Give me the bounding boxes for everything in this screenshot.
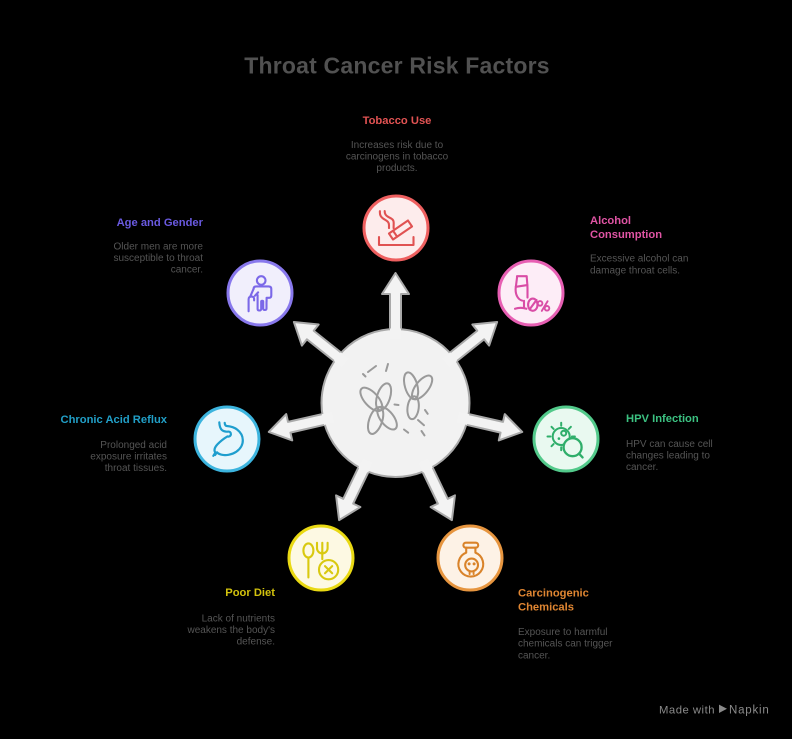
- svg-text:products.: products.: [376, 163, 417, 174]
- svg-text:Made with: Made with: [659, 705, 715, 717]
- svg-text:Alcohol: Alcohol: [590, 215, 631, 227]
- svg-text:Carcinogenic: Carcinogenic: [518, 588, 589, 600]
- svg-text:Napkin: Napkin: [729, 705, 770, 717]
- svg-text:Chronic Acid Reflux: Chronic Acid Reflux: [61, 414, 168, 426]
- svg-text:cancer.: cancer.: [518, 651, 550, 662]
- svg-text:weakens the body's: weakens the body's: [186, 625, 275, 636]
- svg-text:Lack of nutrients: Lack of nutrients: [202, 614, 275, 625]
- svg-text:Exposure to harmful: Exposure to harmful: [518, 627, 608, 638]
- svg-text:throat tissues.: throat tissues.: [105, 463, 167, 474]
- svg-text:Throat Cancer Risk Factors: Throat Cancer Risk Factors: [244, 53, 550, 79]
- svg-text:HPV can cause cell: HPV can cause cell: [626, 439, 713, 450]
- svg-text:Prolonged acid: Prolonged acid: [100, 440, 167, 451]
- svg-text:susceptible to throat: susceptible to throat: [114, 253, 204, 264]
- svg-text:cancer.: cancer.: [171, 265, 203, 276]
- svg-text:Tobacco Use: Tobacco Use: [363, 115, 432, 127]
- svg-text:Poor Diet: Poor Diet: [225, 587, 275, 599]
- svg-text:cancer.: cancer.: [626, 462, 658, 473]
- svg-text:Chemicals: Chemicals: [518, 602, 574, 614]
- svg-text:exposure irritates: exposure irritates: [90, 452, 167, 463]
- svg-text:defense.: defense.: [237, 637, 275, 648]
- svg-text:Increases risk due to: Increases risk due to: [351, 140, 444, 151]
- svg-text:Age and Gender: Age and Gender: [117, 217, 204, 229]
- svg-text:changes leading to: changes leading to: [626, 451, 710, 462]
- svg-text:Excessive alcohol can: Excessive alcohol can: [590, 254, 688, 265]
- svg-text:chemicals can trigger: chemicals can trigger: [518, 639, 613, 650]
- svg-text:HPV Infection: HPV Infection: [626, 413, 699, 425]
- svg-text:carcinogens in tobacco: carcinogens in tobacco: [346, 152, 449, 163]
- svg-text:Older men are more: Older men are more: [114, 242, 204, 253]
- svg-text:Consumption: Consumption: [590, 229, 662, 241]
- svg-text:damage throat cells.: damage throat cells.: [590, 266, 680, 277]
